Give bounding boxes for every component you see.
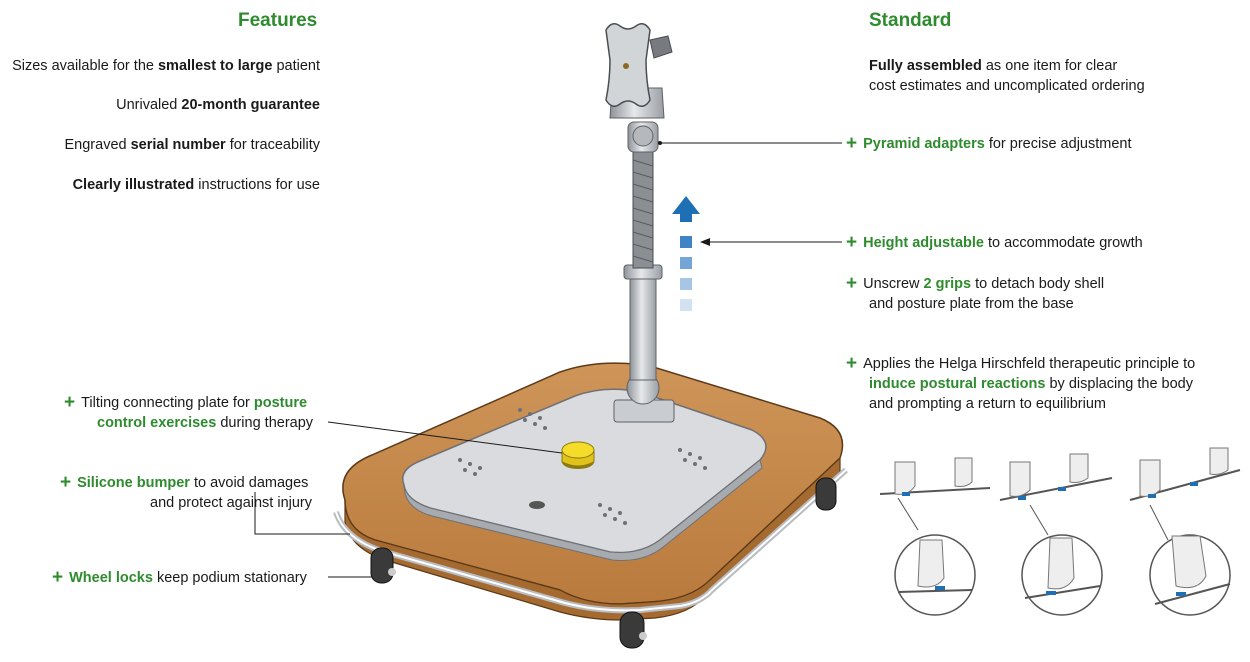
height-arrow-icon (672, 196, 700, 311)
grip-knob-icon (561, 441, 595, 469)
plus-icon: + (64, 392, 76, 413)
wheel-icon (370, 477, 837, 649)
plus-icon: + (846, 353, 858, 374)
tilt-demo-2 (999, 453, 1113, 616)
tilt-demo-1 (879, 457, 991, 616)
posture-plate (402, 388, 767, 561)
standard-item-hirschfeld: +Applies the Helga Hirschfeld therapeuti… (846, 353, 1196, 413)
height-adjustable-pole (605, 23, 675, 423)
plus-icon: + (60, 472, 72, 493)
callout-wheel-locks: +Wheel locks keep podium stationary (52, 567, 307, 588)
feature-item-guarantee: Unrivaled 20-month guarantee (116, 97, 320, 113)
plus-icon: + (846, 232, 858, 253)
standard-item-pyramid: +Pyramid adapters for precise adjustment (846, 133, 1132, 154)
standard-heading: Standard (869, 10, 952, 31)
feature-item-instructions: Clearly illustrated instructions for use (72, 177, 320, 193)
feature-item-sizes: Sizes available for the smallest to larg… (12, 58, 320, 74)
standard-item-height: +Height adjustable to accommodate growth (846, 232, 1143, 253)
leader-lines (254, 142, 842, 578)
tilt-demo-3 (1129, 447, 1241, 616)
tilt-demo-panels (879, 447, 1241, 616)
feature-item-serial: Engraved serial number for traceability (64, 137, 321, 153)
features-heading: Features (238, 10, 318, 31)
plus-icon: + (846, 133, 858, 154)
plus-icon: + (846, 273, 858, 294)
plus-icon: + (52, 567, 64, 588)
